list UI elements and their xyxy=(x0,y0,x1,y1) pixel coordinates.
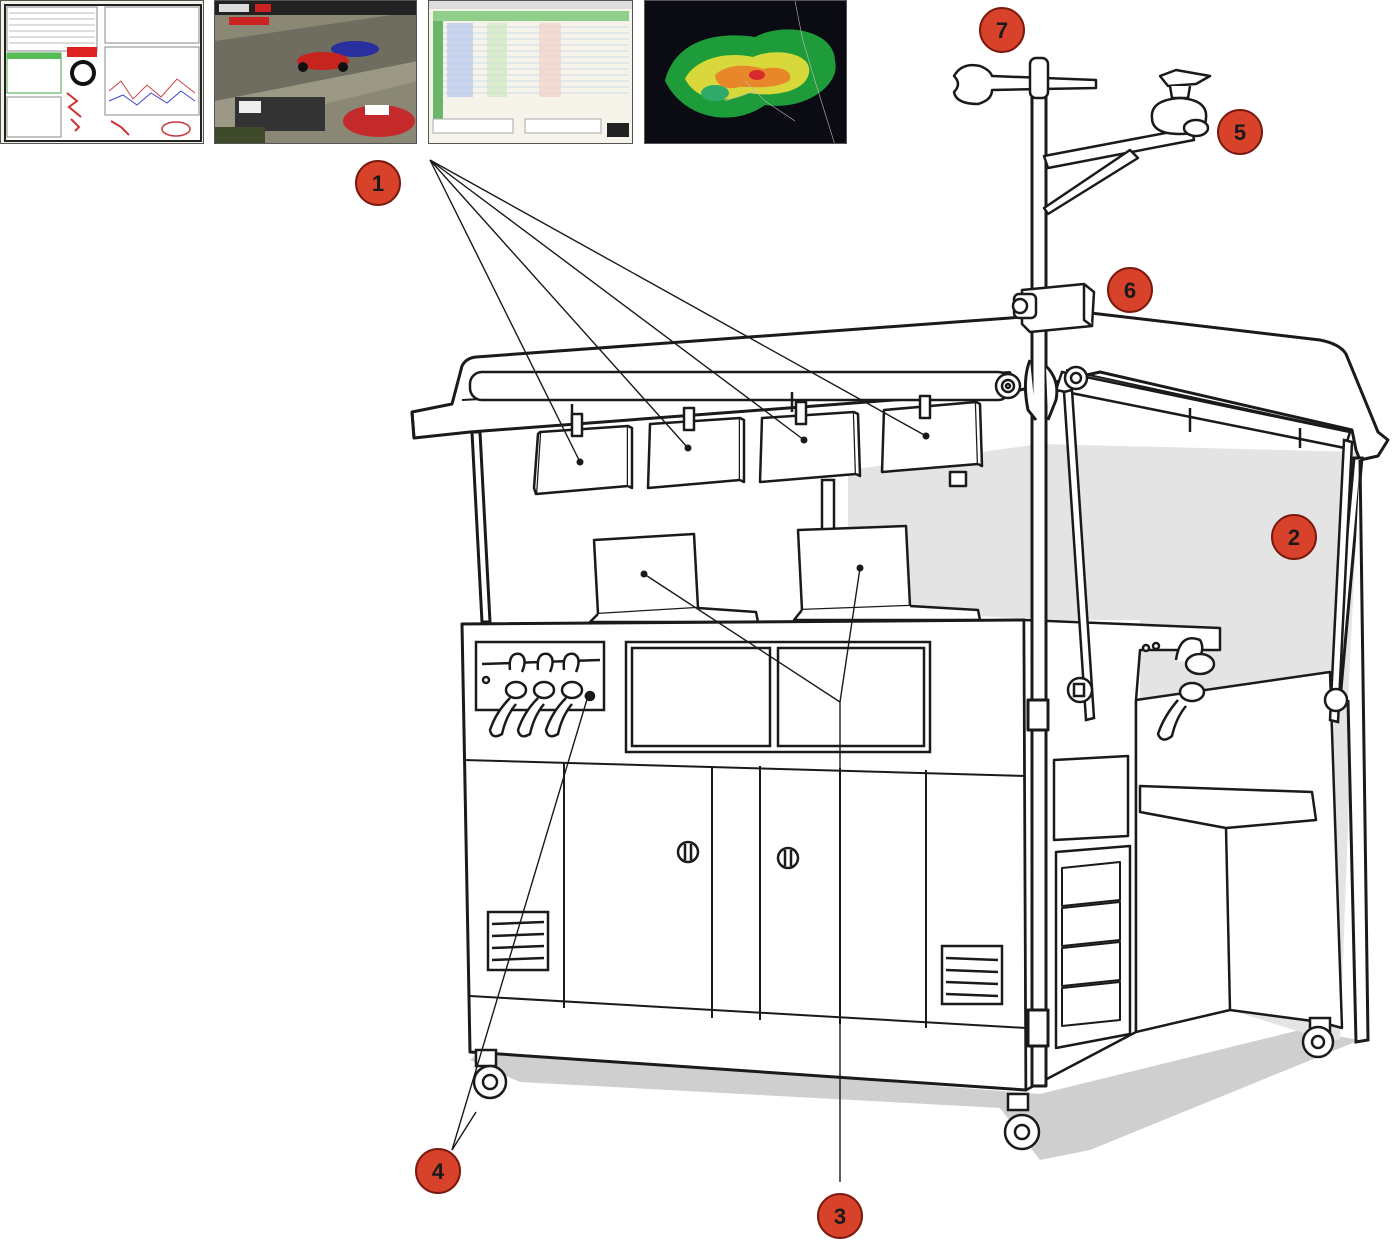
race-video-graphic xyxy=(215,1,416,143)
callout-5: 5 xyxy=(1217,109,1263,155)
leader-lines xyxy=(429,159,927,1182)
callout-6: 6 xyxy=(1107,267,1153,313)
camera xyxy=(1011,282,1096,334)
cart-side xyxy=(1022,618,1344,1092)
callout-3: 3 xyxy=(817,1193,863,1239)
canopy-posts xyxy=(470,430,1370,1044)
callout-3-label: 3 xyxy=(834,1204,846,1229)
leader-dots xyxy=(576,432,930,700)
wheel-front-right xyxy=(1003,1092,1041,1151)
ground-shadow xyxy=(470,1030,1360,1160)
weather-radar-thumbnail xyxy=(644,0,847,144)
awning-straps xyxy=(1062,388,1354,724)
callout-4-label: 4 xyxy=(432,1159,445,1184)
weather-radar-graphic xyxy=(645,1,846,143)
side-headset xyxy=(1141,637,1216,741)
laptop-left xyxy=(588,532,760,624)
headset-1 xyxy=(488,652,528,738)
hanging-monitors xyxy=(532,394,984,496)
callout-4: 4 xyxy=(415,1148,461,1194)
telemetry-screen-thumbnail xyxy=(0,0,204,144)
callout-1-label: 1 xyxy=(372,171,384,196)
headset-2 xyxy=(516,652,556,738)
wheel-back-right xyxy=(1301,1016,1335,1059)
telemetry-screen-graphic xyxy=(4,4,202,142)
timing-spreadsheet-thumbnail xyxy=(428,0,633,144)
headset-3 xyxy=(544,652,584,738)
cabinet-windows xyxy=(624,640,932,754)
headset-panel xyxy=(474,640,606,738)
timing-spreadsheet-graphic xyxy=(429,1,632,143)
vents xyxy=(486,910,1004,1006)
wind-vane xyxy=(952,56,1098,106)
callout-7-label: 7 xyxy=(996,18,1008,43)
race-video-thumbnail xyxy=(214,0,417,144)
callout-5-label: 5 xyxy=(1234,120,1246,145)
callout-7: 7 xyxy=(979,7,1025,53)
anemometer xyxy=(1042,68,1212,216)
hanging-monitor-2 xyxy=(646,406,746,490)
center-post xyxy=(820,478,836,532)
hanging-monitor-3 xyxy=(758,400,862,484)
callout-2: 2 xyxy=(1271,514,1317,560)
cabinet-knobs xyxy=(676,840,800,870)
callout-1: 1 xyxy=(355,160,401,206)
hanging-monitor-4 xyxy=(880,394,984,488)
wheels xyxy=(472,1016,1335,1151)
callout-6-label: 6 xyxy=(1124,278,1136,303)
drawers xyxy=(1061,861,1121,1027)
callout-2-label: 2 xyxy=(1288,525,1300,550)
